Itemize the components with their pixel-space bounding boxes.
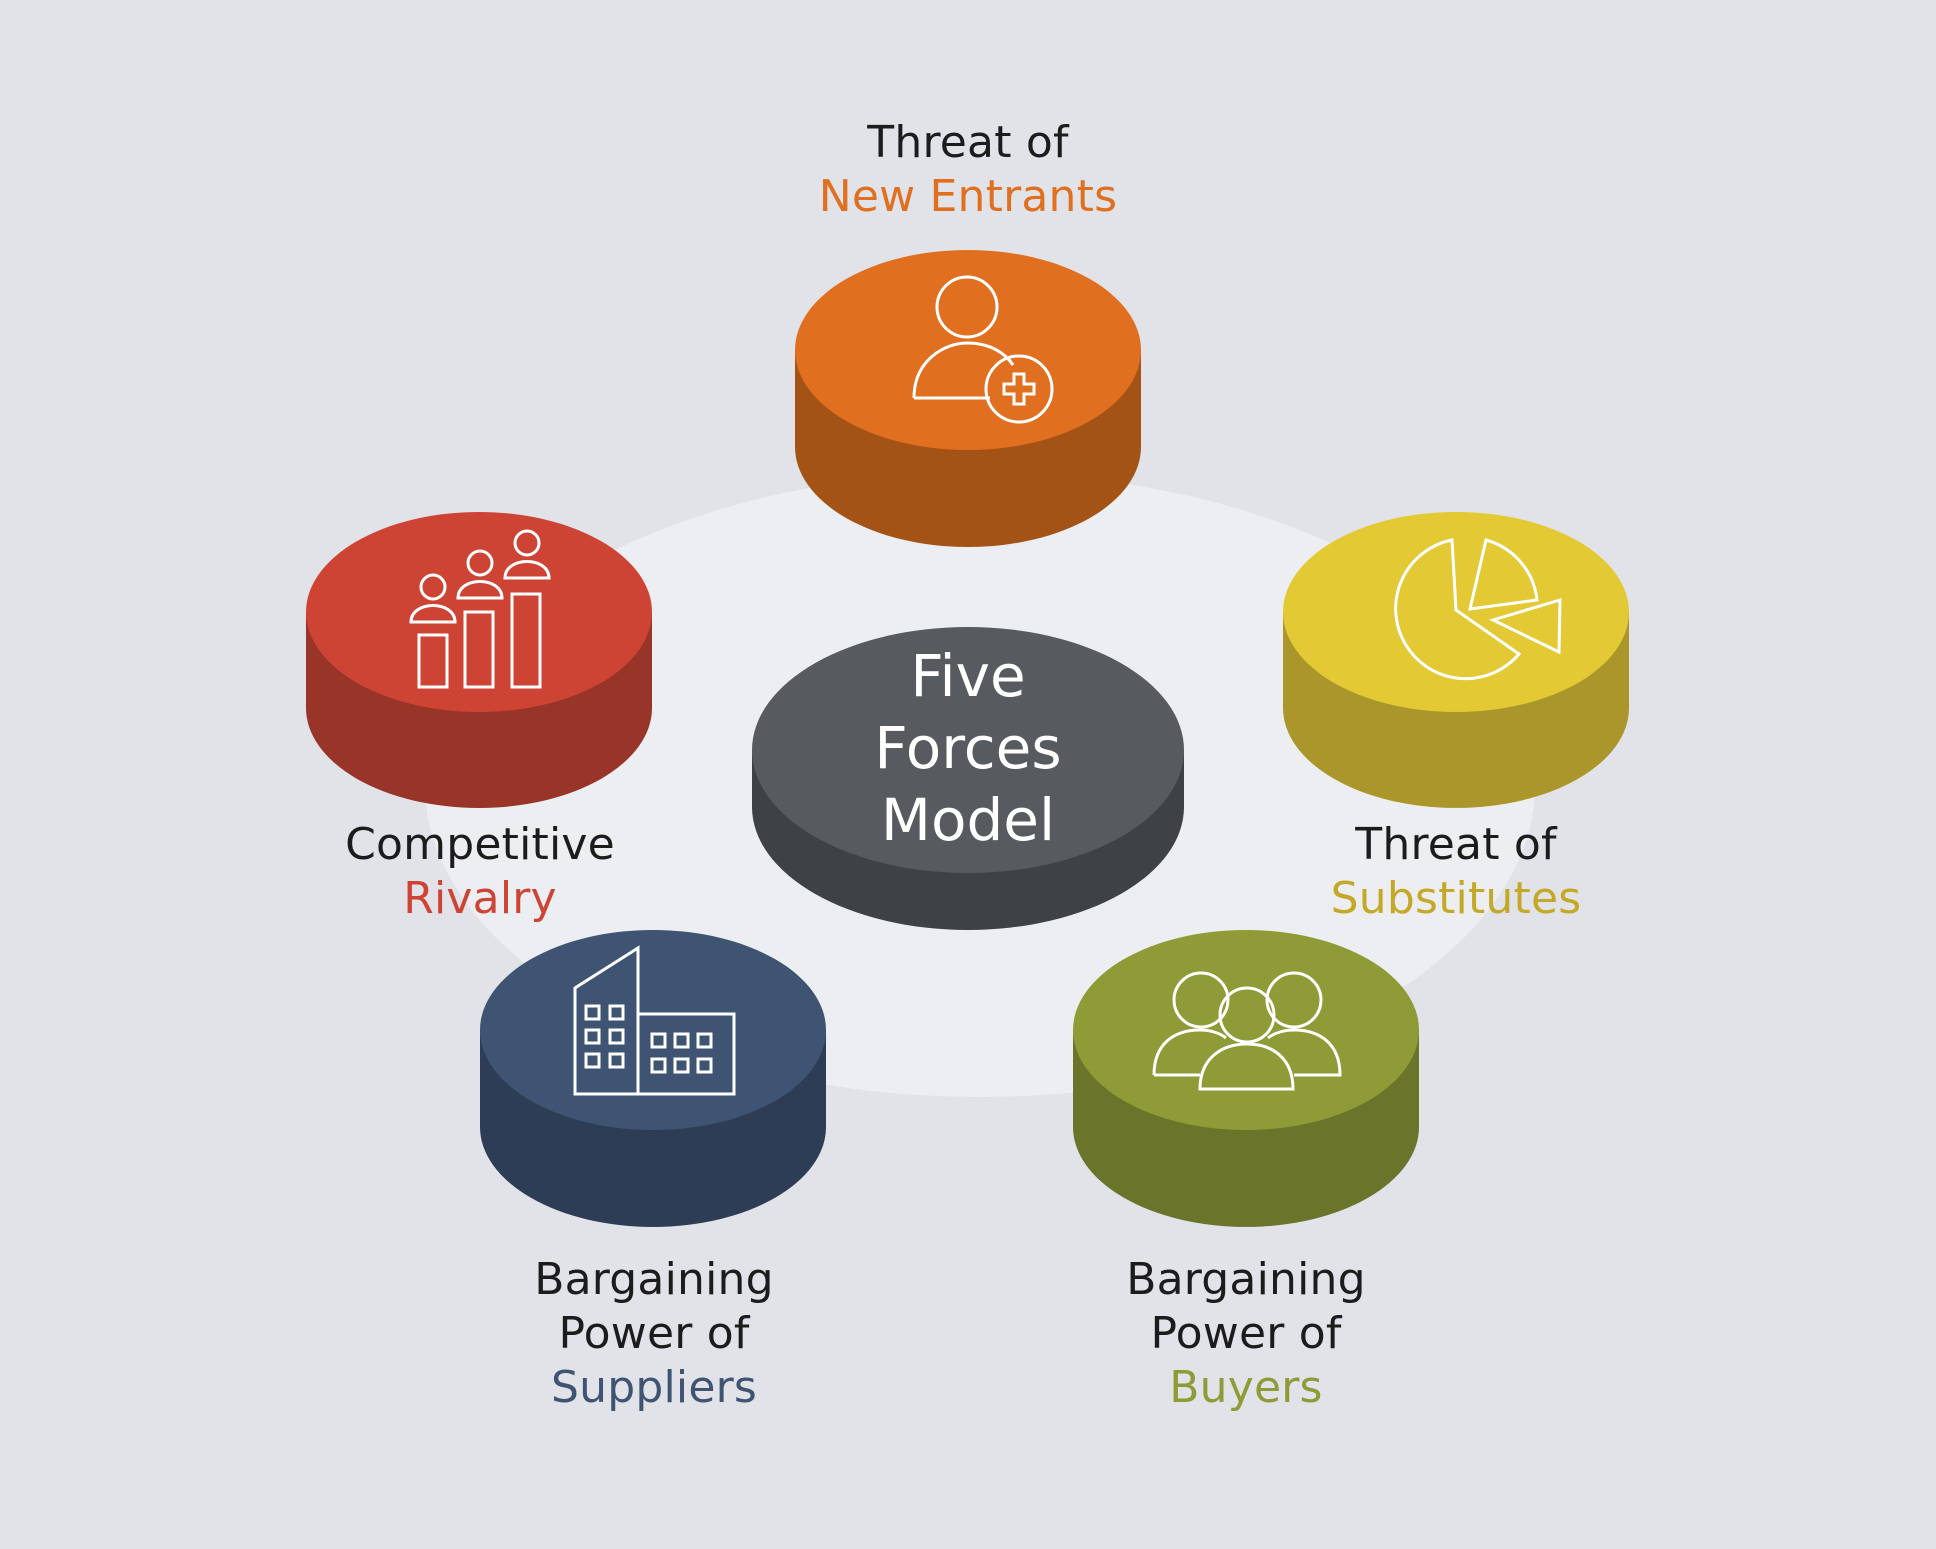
label-buyers-accent: Buyers bbox=[1169, 1362, 1323, 1413]
label-buyers-line1: Bargaining bbox=[1126, 1254, 1366, 1305]
rivalry-disc bbox=[306, 512, 652, 808]
center-title-line1: Five bbox=[910, 642, 1026, 710]
suppliers-disc bbox=[480, 930, 826, 1227]
pie-chart-icon bbox=[1394, 538, 1562, 681]
label-rivalry-accent: Rivalry bbox=[403, 873, 557, 924]
label-buyers-line2: Power of bbox=[1150, 1308, 1342, 1359]
label-suppliers-line1: Bargaining bbox=[534, 1254, 774, 1305]
label-rivalry-line1: Competitive bbox=[345, 819, 615, 870]
center-title-line2: Forces bbox=[874, 714, 1062, 782]
label-suppliers-accent: Suppliers bbox=[550, 1362, 758, 1413]
center-title-line3: Model bbox=[880, 786, 1056, 854]
building-icon bbox=[573, 945, 736, 1096]
buyers-disc bbox=[1073, 930, 1419, 1227]
group-icon bbox=[1152, 971, 1342, 1091]
center-title: Five Forces Model bbox=[874, 640, 1061, 856]
label-suppliers: Bargaining Power of Suppliers bbox=[534, 1253, 774, 1415]
label-suppliers-line2: Power of bbox=[558, 1308, 750, 1359]
label-substitutes-line1: Threat of bbox=[1355, 819, 1557, 870]
label-rivalry: Competitive Rivalry bbox=[345, 818, 615, 926]
label-new-entrants-accent: New Entrants bbox=[818, 171, 1118, 222]
label-new-entrants: Threat of New Entrants bbox=[819, 116, 1117, 224]
label-buyers: Bargaining Power of Buyers bbox=[1126, 1253, 1366, 1415]
add-user-icon bbox=[912, 275, 1054, 424]
substitutes-disc bbox=[1283, 512, 1629, 808]
center-disc bbox=[752, 627, 1184, 930]
label-substitutes: Threat of Substitutes bbox=[1331, 818, 1582, 926]
new-entrants-disc bbox=[795, 250, 1141, 547]
label-substitutes-accent: Substitutes bbox=[1330, 873, 1582, 924]
ranking-icon bbox=[409, 529, 551, 689]
label-new-entrants-line1: Threat of bbox=[867, 117, 1069, 168]
